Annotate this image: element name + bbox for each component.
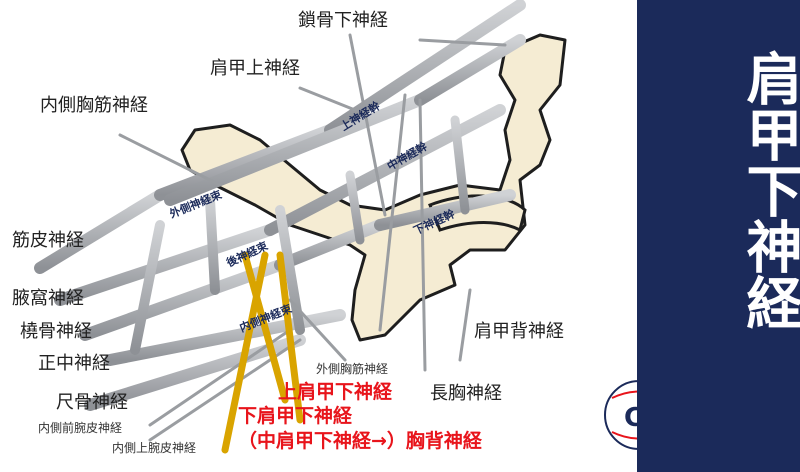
label-thoracodorsal-nerve: （中肩甲下神経→）胸背神経 (238, 430, 482, 452)
label-subclavian-nerve: 鎖骨下神経 (298, 10, 388, 31)
label-axillary-nerve: 腋窩神経 (12, 288, 84, 309)
label-radial-nerve: 橈骨神経 (20, 321, 92, 342)
title-panel: 肩甲下神経 (637, 0, 800, 472)
scapula-bone (180, 33, 567, 342)
label-lower-subscapular-nerve: 下肩甲下神経 (238, 405, 353, 427)
label-ulnar-nerve: 尺骨神経 (56, 392, 128, 413)
label-dorsal-scapular-nerve: 肩甲背神経 (474, 321, 564, 342)
label-suprascapular-nerve: 肩甲上神経 (210, 58, 300, 79)
label-musculocutaneous-nerve: 筋皮神経 (12, 230, 84, 251)
page-title: 肩甲下神経 (737, 50, 800, 330)
label-lateral-pectoral-nerve: 外側胸筋神経 (316, 362, 389, 376)
label-upper-subscapular-nerve: 上肩甲下神経 (278, 381, 393, 403)
subscapular-nerves-highlight (221, 251, 304, 454)
label-median-nerve: 正中神経 (38, 353, 110, 374)
label-medial-brachial-nerve: 内側上腕皮神経 (112, 441, 197, 455)
label-medial-pectoral-nerve: 内側胸筋神経 (40, 95, 148, 116)
label-medial-antebrachial-nerve: 内側前腕皮神経 (38, 421, 123, 435)
label-long-thoracic-nerve: 長胸神経 (430, 383, 502, 404)
